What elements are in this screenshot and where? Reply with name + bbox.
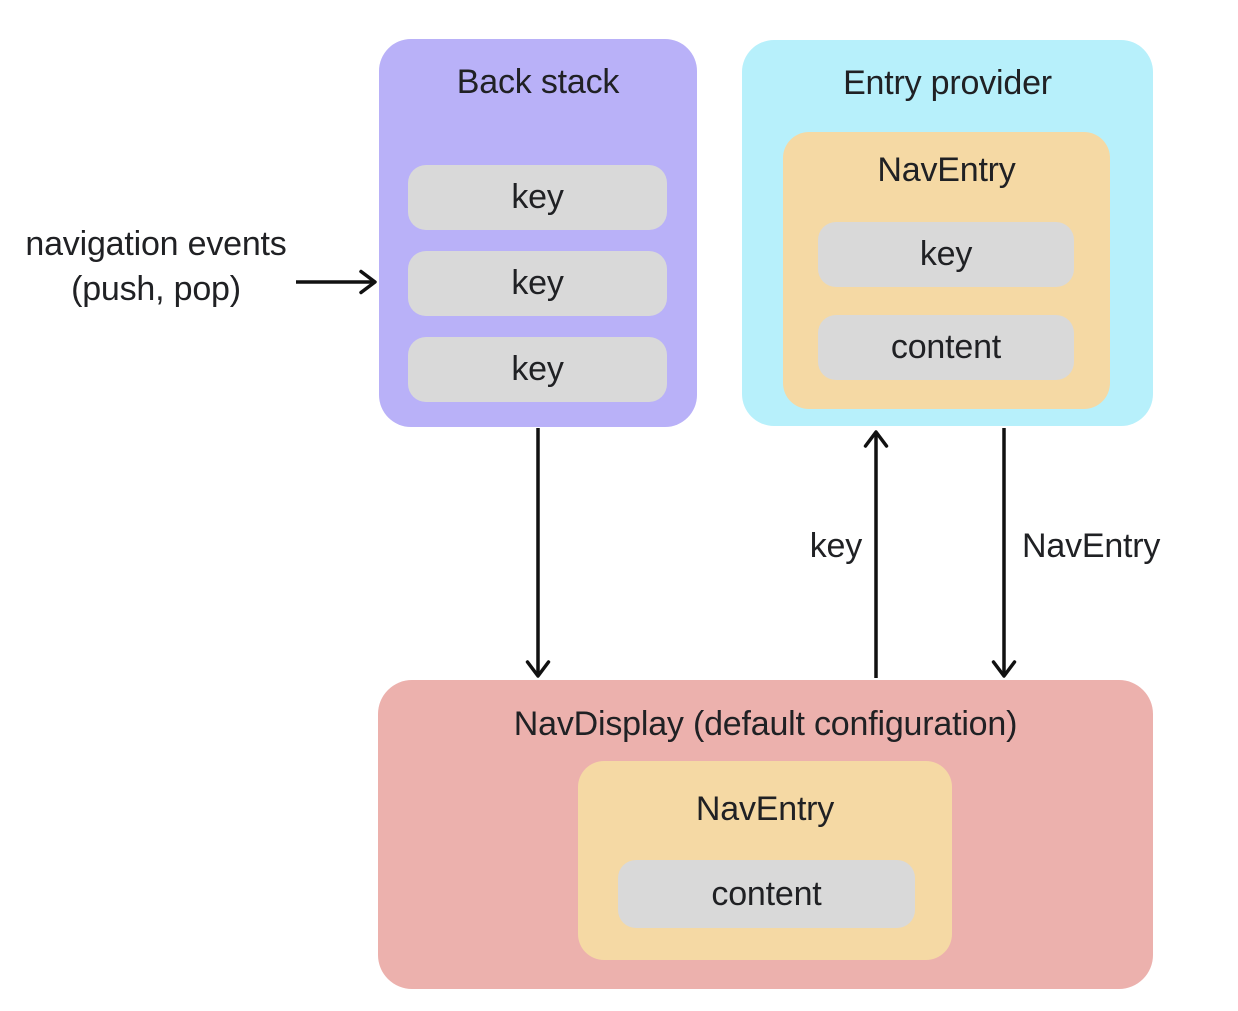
- nav-entry-title: NavEntry: [695, 790, 835, 828]
- navigation-events-line2: (push, pop): [71, 270, 241, 308]
- key-pill: key: [818, 222, 1074, 287]
- content-pill: content: [618, 860, 915, 928]
- key-pill: key: [408, 165, 667, 230]
- content-pill: content: [818, 315, 1074, 380]
- nav-display-box: NavDisplay (default configuration) NavEn…: [378, 680, 1153, 989]
- key-arrow-label: key: [809, 527, 863, 565]
- nav-entry-title: NavEntry: [877, 151, 1016, 189]
- back-stack-title: Back stack: [456, 63, 620, 101]
- navigation-events-line1: navigation events: [25, 225, 287, 263]
- nav-entry-box: NavEntry content: [578, 761, 952, 960]
- naventry-arrow-label: NavEntry: [1022, 527, 1161, 565]
- key-pill: key: [408, 337, 667, 402]
- key-pill: key: [408, 251, 667, 316]
- nav-entry-box: NavEntry key content: [783, 132, 1110, 409]
- entry-provider-title: Entry provider: [843, 64, 1052, 102]
- navigation-events-label: navigation events (push, pop): [0, 222, 312, 312]
- entry-provider-box: Entry provider NavEntry key content: [742, 40, 1153, 426]
- back-stack-box: Back stack key key key: [379, 39, 697, 427]
- nav-display-title: NavDisplay (default configuration): [513, 705, 1018, 743]
